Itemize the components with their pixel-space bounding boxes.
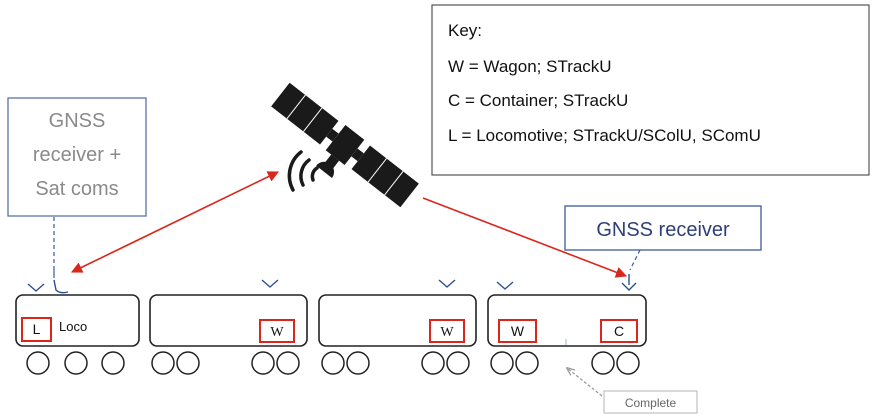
locomotive-label: Loco: [59, 319, 87, 334]
complete-callout-frame: [603, 390, 698, 414]
gnss-satcom-line-1: GNSS: [49, 110, 106, 132]
gnss-downlink-arrow: [422, 197, 628, 278]
locomotive: L Loco: [15, 294, 140, 375]
wheel: [101, 351, 125, 375]
antenna-icon: [496, 281, 514, 290]
wagon-3: W C: [487, 294, 647, 375]
antenna-icon: [27, 283, 45, 292]
key-box-frame: [431, 4, 870, 176]
wagon-2-badge-label: W: [440, 325, 454, 340]
wheel: [421, 351, 445, 375]
locomotive-badge-label: L: [33, 321, 41, 337]
wheel: [176, 351, 200, 375]
signal-arrows: [70, 171, 628, 278]
wheel: [591, 351, 615, 375]
gnss-receiver-frame: [564, 205, 762, 251]
key-title: Key:: [448, 21, 482, 40]
satellite-icon: [271, 82, 419, 208]
gnss-satcom-box: GNSS receiver + Sat coms: [7, 97, 147, 217]
wagon-1: W: [149, 294, 308, 375]
antenna-icon: [53, 279, 69, 294]
antenna-icon: [438, 279, 456, 288]
gnss-receiver-box: GNSS receiver: [564, 205, 762, 251]
wagon-1-badge: [259, 319, 295, 343]
antenna-icon: [621, 282, 637, 291]
wheel: [490, 351, 514, 375]
complete-callout-label: Complete: [625, 396, 677, 410]
signal-waves-icon: [287, 150, 319, 192]
key-line-container: C = Container; STrackU: [448, 91, 628, 110]
complete-callout: Complete: [567, 368, 698, 414]
wagon-1-badge-label: W: [270, 325, 284, 340]
key-line-wagon: W = Wagon; STrackU: [448, 57, 612, 76]
wagon-3-badge-wagon: [498, 319, 537, 343]
antennas: [27, 274, 637, 294]
locomotive-badge: [21, 317, 52, 342]
key-line-locomotive: L = Locomotive; STrackU/SColU, SComU: [448, 126, 761, 145]
gnss-connector: [629, 249, 641, 271]
wagon-3-badge-container-label: C: [614, 323, 624, 339]
wheel: [276, 351, 300, 375]
wheel: [515, 351, 539, 375]
antenna-icon: [261, 279, 279, 288]
wheel: [616, 351, 640, 375]
wagon-2: W: [318, 294, 477, 375]
wagon-3-badge-container: [600, 319, 638, 343]
wagon-2-badge: [429, 319, 465, 343]
complete-callout-pointer: [567, 368, 603, 397]
gnss-satcom-line-2: receiver +: [33, 144, 121, 166]
wheel: [346, 351, 370, 375]
wheel: [26, 351, 50, 375]
gnss-satcom-line-3: Sat coms: [35, 178, 118, 200]
wagon-3-badge-wagon-label: W: [511, 323, 525, 339]
wheel: [151, 351, 175, 375]
wheel: [446, 351, 470, 375]
wheel: [64, 351, 88, 375]
wheel: [321, 351, 345, 375]
satcom-link-arrow: [70, 171, 280, 273]
wheel: [251, 351, 275, 375]
key-box: Key: W = Wagon; STrackU C = Container; S…: [431, 4, 870, 176]
gnss-receiver-label: GNSS receiver: [596, 219, 730, 241]
